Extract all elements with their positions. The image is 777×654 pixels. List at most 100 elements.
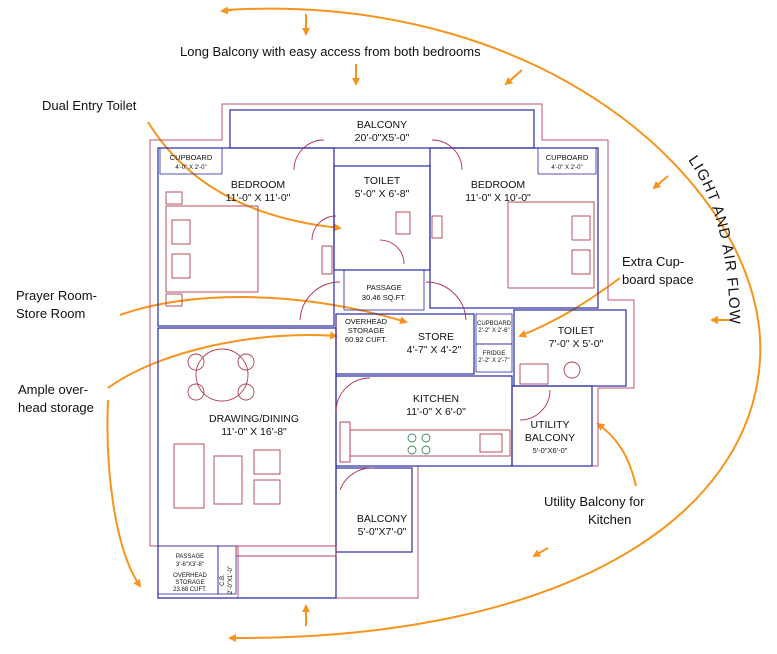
store-name: STORE <box>418 331 454 343</box>
fridge-name: FRIDGE <box>483 351 506 357</box>
callout-utility-1: Utility Balcony for <box>544 494 645 509</box>
armchair-1 <box>253 449 281 475</box>
passage-walls <box>343 269 425 311</box>
bed-left-pillow-1 <box>171 219 191 245</box>
railing-bottom <box>235 545 337 557</box>
cupboard-right-box <box>537 147 597 175</box>
passage-dim: 30.46 SQ.FT. <box>362 293 406 302</box>
utility-dim: 5'-0"X6'-0" <box>533 446 568 455</box>
callout-prayer-2: Store Room <box>16 306 85 321</box>
leader-cupboard <box>518 277 621 338</box>
utility-walls <box>511 385 593 467</box>
kitchen-dim: 11'-0" X 6'-0" <box>406 406 466 418</box>
fridge-walls <box>475 343 513 373</box>
armchair-2 <box>253 479 281 505</box>
fridge-dim: 2'-2" X 2'-7" <box>478 358 509 364</box>
balcony-top-walls <box>229 109 535 149</box>
callout-utility-2: Kitchen <box>588 512 631 527</box>
leader-utility <box>596 422 637 487</box>
passage-small-dim: 3'-6"X3'-8" <box>176 562 204 568</box>
bed-left-side-1 <box>165 191 183 205</box>
outer-boundary <box>149 103 635 599</box>
door-balcony-right <box>431 139 463 171</box>
bedroom-right-dim: 11'-0" X 10'-0" <box>465 192 531 204</box>
leader-overhead-small <box>106 399 142 588</box>
cupboard-small-name: CUPBOARD <box>477 321 512 327</box>
flow-arrow-4 <box>652 175 669 190</box>
callout-cupboard-1: Extra Cup- <box>622 254 684 269</box>
callout-cupboard-2: board space <box>622 272 694 287</box>
overhead-storage-l3: 60.92 CUFT. <box>345 335 387 344</box>
leader-prayer-room <box>119 296 408 325</box>
bed-right <box>507 201 595 289</box>
door-toilet-a <box>311 215 337 241</box>
bedroom-right-name: BEDROOM <box>471 179 525 191</box>
balcony-bottom-name: BALCONY <box>357 513 407 525</box>
utility-l1: UTILITY <box>530 419 569 431</box>
toilet-center-name: TOILET <box>364 175 401 187</box>
dining-table <box>195 348 249 402</box>
kitchen-counter <box>349 429 511 457</box>
overhead-storage-l2: STORAGE <box>348 326 385 335</box>
cb-walls <box>217 545 237 595</box>
cb-l1: C.B. <box>220 574 226 586</box>
balcony-top-name: BALCONY <box>357 119 407 131</box>
coffee-table <box>213 455 243 505</box>
cupboard-left-box <box>159 147 223 175</box>
drawing-dim: 11'-0" X 16'-8" <box>221 426 287 438</box>
kitchen-walls <box>335 375 513 467</box>
passage-name: PASSAGE <box>366 283 401 292</box>
bed-left-side-2 <box>165 293 183 307</box>
overhead-storage-l1: OVERHEAD <box>345 317 388 326</box>
kitchen-sink <box>479 433 503 453</box>
utility-l2: BALCONY <box>525 432 575 444</box>
callout-prayer-1: Prayer Room- <box>16 288 97 303</box>
railing-kitchen <box>339 421 351 463</box>
callout-overhead-2: head storage <box>18 400 94 415</box>
toilet-center-dim: 5'-0" X 6'-8" <box>355 188 410 200</box>
drawing-name: DRAWING/DINING <box>209 413 299 425</box>
balcony-top-dim: 20'-0"X5'-0" <box>355 132 410 144</box>
hob-3 <box>407 445 417 455</box>
cupboard-left-name: CUPBOARD <box>170 153 213 162</box>
airflow-arrow-top-start <box>220 6 233 15</box>
sofa-left <box>173 443 205 509</box>
bed-left-pillow-2 <box>171 253 191 279</box>
cupboard-left-dim: 4'-0" X 2'-0" <box>175 165 206 171</box>
airflow-arc <box>224 7 762 643</box>
door-drawing <box>335 377 371 413</box>
flow-arrow-3 <box>504 69 523 86</box>
callout-overhead-1: Ample over- <box>18 382 88 397</box>
door-passage-left <box>299 281 341 321</box>
toilet-right-name: TOILET <box>558 325 595 337</box>
cupboard-right-dim: 4'-0" X 2'-0" <box>551 165 582 171</box>
leader-overhead <box>107 331 338 389</box>
cupboard-small-dim: 2'-2" X 2'-6" <box>478 328 509 334</box>
door-balcony-bottom <box>339 467 375 491</box>
toilet-right-dim: 7'-0" X 5'-0" <box>549 338 604 350</box>
store-dim: 4'-7" X 4'-2" <box>407 344 462 356</box>
cupboard-right-name: CUPBOARD <box>546 153 589 162</box>
door-passage-right <box>425 281 467 321</box>
wc-right <box>519 363 549 385</box>
callout-long-balcony: Long Balcony with easy access from both … <box>180 44 481 59</box>
hob-1 <box>407 433 417 443</box>
door-balcony-left <box>293 139 325 171</box>
leader-dual-toilet <box>147 121 342 232</box>
overhead-small-l1: OVERHEAD <box>173 573 207 579</box>
balcony-bottom-dim: 5'-0"X7'-0" <box>358 526 407 538</box>
hob-2 <box>421 433 431 443</box>
chair-4 <box>237 383 255 401</box>
bed-right-pillow-1 <box>571 215 591 241</box>
basin-right <box>563 361 581 379</box>
basin-center <box>431 215 443 239</box>
chair-1 <box>187 353 205 371</box>
door-toilet-b <box>379 239 405 265</box>
flow-arrow-6 <box>532 547 549 557</box>
passage-small-name: PASSAGE <box>176 554 204 560</box>
balcony-bottom-walls <box>335 467 413 553</box>
overhead-small-l2: STORAGE <box>175 580 204 586</box>
overhead-small-l3: 23.68 CUFT. <box>173 587 207 593</box>
light-air-flow-path: LIGHT AND AIR FLOW <box>685 153 742 326</box>
